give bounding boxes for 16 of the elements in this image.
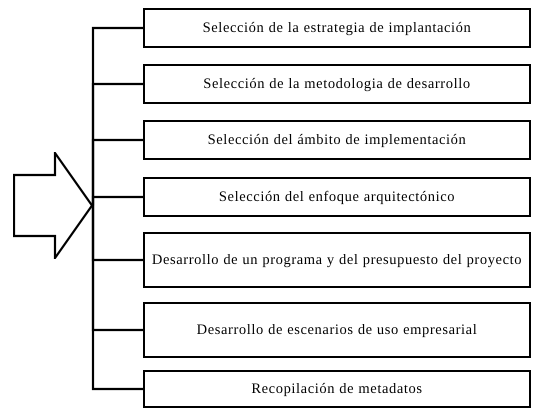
step-label: Desarrollo de escenarios de uso empresarial (196, 322, 478, 338)
connector-line (92, 196, 143, 207)
process-box (143, 120, 531, 160)
connector-line (92, 204, 143, 390)
process-box (143, 232, 531, 288)
step-label: Recopilación de metadatos (251, 380, 423, 398)
step-label: Selección del ámbito de implementación (208, 132, 466, 148)
process-box (143, 302, 531, 358)
step-label: Selección de la metodologia de desarrollo (203, 76, 471, 92)
process-box (143, 64, 531, 104)
step-label: Selección de la estrategia de implantación (202, 20, 472, 36)
step-label: Desarrollo de un programa y del presupuesto del proyecto (152, 252, 522, 268)
process-box (143, 177, 531, 217)
process-box (143, 8, 531, 48)
process-box (143, 370, 531, 408)
step-label: Selección del enfoque arquitectónico (218, 188, 456, 206)
